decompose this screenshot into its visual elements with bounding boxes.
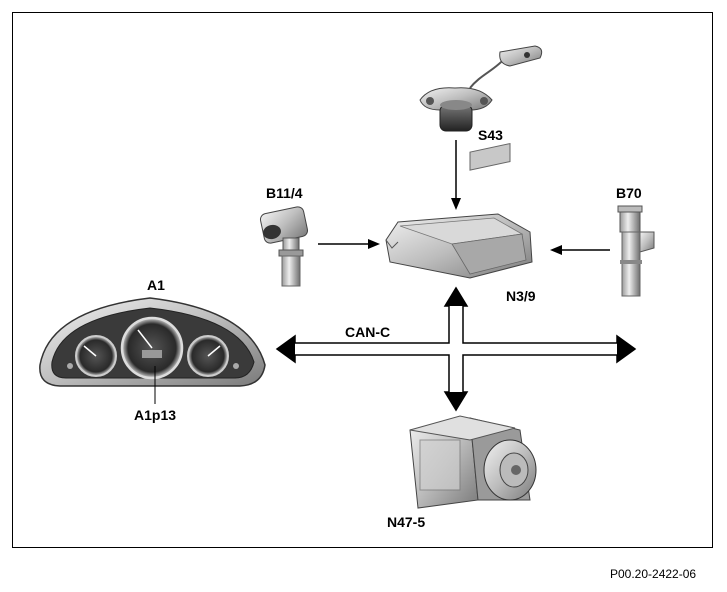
label-b11-4: B11/4 [266, 185, 303, 201]
arrow-b11-4-to-n3-9 [318, 239, 380, 249]
a1-component [39, 297, 266, 387]
label-a1: A1 [147, 277, 165, 293]
label-n47-5: N47-5 [387, 514, 425, 530]
label-can-c: CAN-C [345, 324, 390, 340]
s43-component [419, 45, 543, 132]
label-s43: S43 [478, 127, 503, 143]
label-n3-9: N3/9 [506, 288, 536, 304]
arrow-s43-to-n3-9 [451, 140, 461, 210]
n3-9-component [385, 142, 533, 279]
can-c-bus [275, 286, 637, 412]
label-a1p13: A1p13 [134, 407, 176, 423]
figure-reference: P00.20-2422-06 [610, 567, 696, 581]
arrow-b70-to-n3-9 [550, 245, 610, 255]
diagram-frame [12, 12, 713, 548]
b11-4-component [259, 206, 309, 287]
n47-5-component [409, 415, 537, 509]
label-b70: B70 [616, 185, 642, 201]
b70-component [617, 205, 655, 297]
